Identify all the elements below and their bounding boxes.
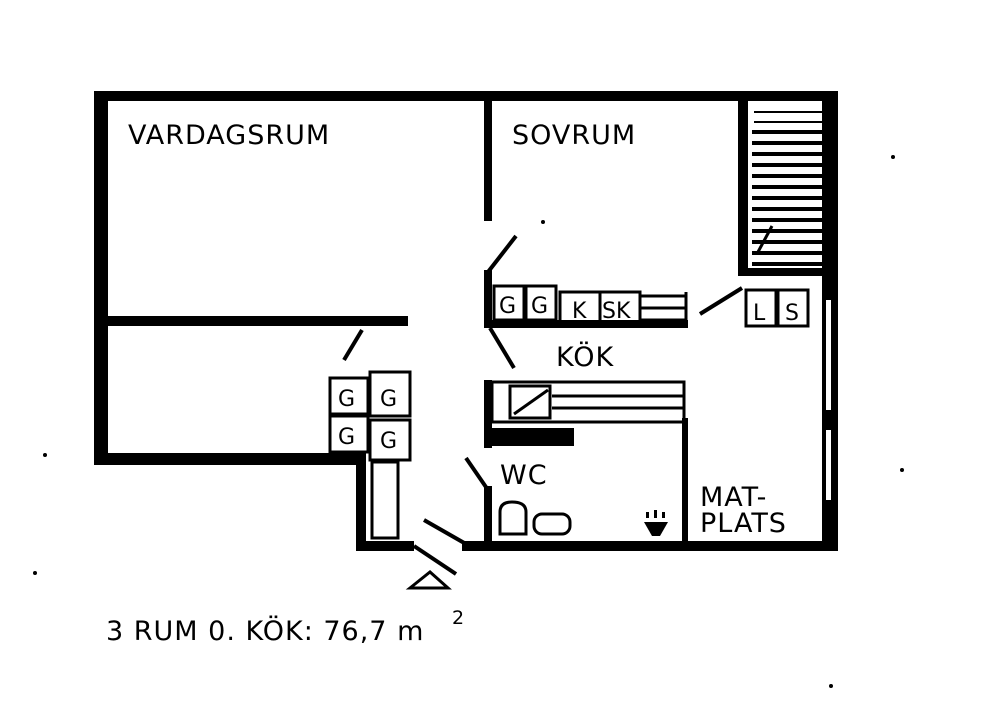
bottom-wall-right [462, 541, 838, 551]
floor-plan-caption: 3 RUM 0. KÖK: 76,7 m [106, 615, 424, 647]
freezer-sk: SK [602, 299, 631, 324]
room-label-matplats-2: PLATS [700, 508, 787, 539]
washbasin [532, 512, 572, 536]
closet-g-4: G [380, 429, 397, 454]
stair-west-wall [738, 101, 748, 273]
entrance-marker [405, 570, 452, 590]
floor-drain [644, 510, 668, 536]
sovrum-west-wall [484, 101, 492, 221]
door-stair [698, 286, 744, 316]
bedroom2-top-wall [108, 316, 408, 326]
hall-wardrobe [370, 460, 400, 540]
staircase [752, 111, 834, 266]
storage-s: S [785, 301, 799, 326]
bottom-wall-left [356, 541, 414, 551]
wc-fixtures [498, 500, 572, 536]
interior-walls [108, 101, 830, 544]
storage-l: L [753, 301, 766, 326]
kok-lower-counter-base [484, 428, 574, 446]
room-label-kok: KÖK [556, 341, 614, 373]
top-wall [94, 91, 838, 101]
closet-g-2: G [380, 387, 397, 412]
room-label-vardagsrum: VARDAGSRUM [128, 120, 330, 151]
entrance-threshold [412, 544, 458, 576]
door-entrance [423, 518, 467, 546]
closet-g-3: G [338, 425, 355, 450]
closet-g-1: G [338, 387, 355, 412]
closets-hall [328, 370, 412, 462]
wc-east-wall [682, 418, 688, 544]
toilet [498, 500, 528, 536]
fridge-k: K [572, 299, 587, 324]
kitchen-closet-g-2: G [531, 294, 548, 319]
stair-storage [744, 288, 810, 328]
door-swings [342, 234, 744, 576]
kitchen-closet-g-1: G [499, 294, 516, 319]
kok-counter-base [484, 320, 688, 328]
outer-walls [94, 91, 838, 551]
lower-left-wall [94, 453, 366, 465]
right-wall-windows [826, 300, 831, 500]
stair-south-wall [738, 268, 830, 276]
door-bedroom2 [342, 328, 364, 362]
kok-lower-west-wall [484, 380, 492, 448]
entrance-left-wall [356, 453, 366, 551]
scan-specks [33, 155, 904, 688]
kok-upper-west-wall [484, 270, 492, 328]
room-label-wc: WC [500, 460, 548, 491]
room-label-sovrum: SOVRUM [512, 120, 636, 151]
kitchen-lower-counter [490, 380, 686, 424]
door-kok [488, 326, 516, 370]
left-wall [94, 91, 108, 463]
kitchen-upper-fixtures [492, 284, 688, 324]
wc-west-wall [484, 486, 492, 544]
room-label-matplats-1: MAT- [700, 482, 767, 513]
door-wc [464, 456, 490, 492]
caption-superscript: 2 [452, 607, 464, 629]
door-sovrum [486, 234, 518, 274]
